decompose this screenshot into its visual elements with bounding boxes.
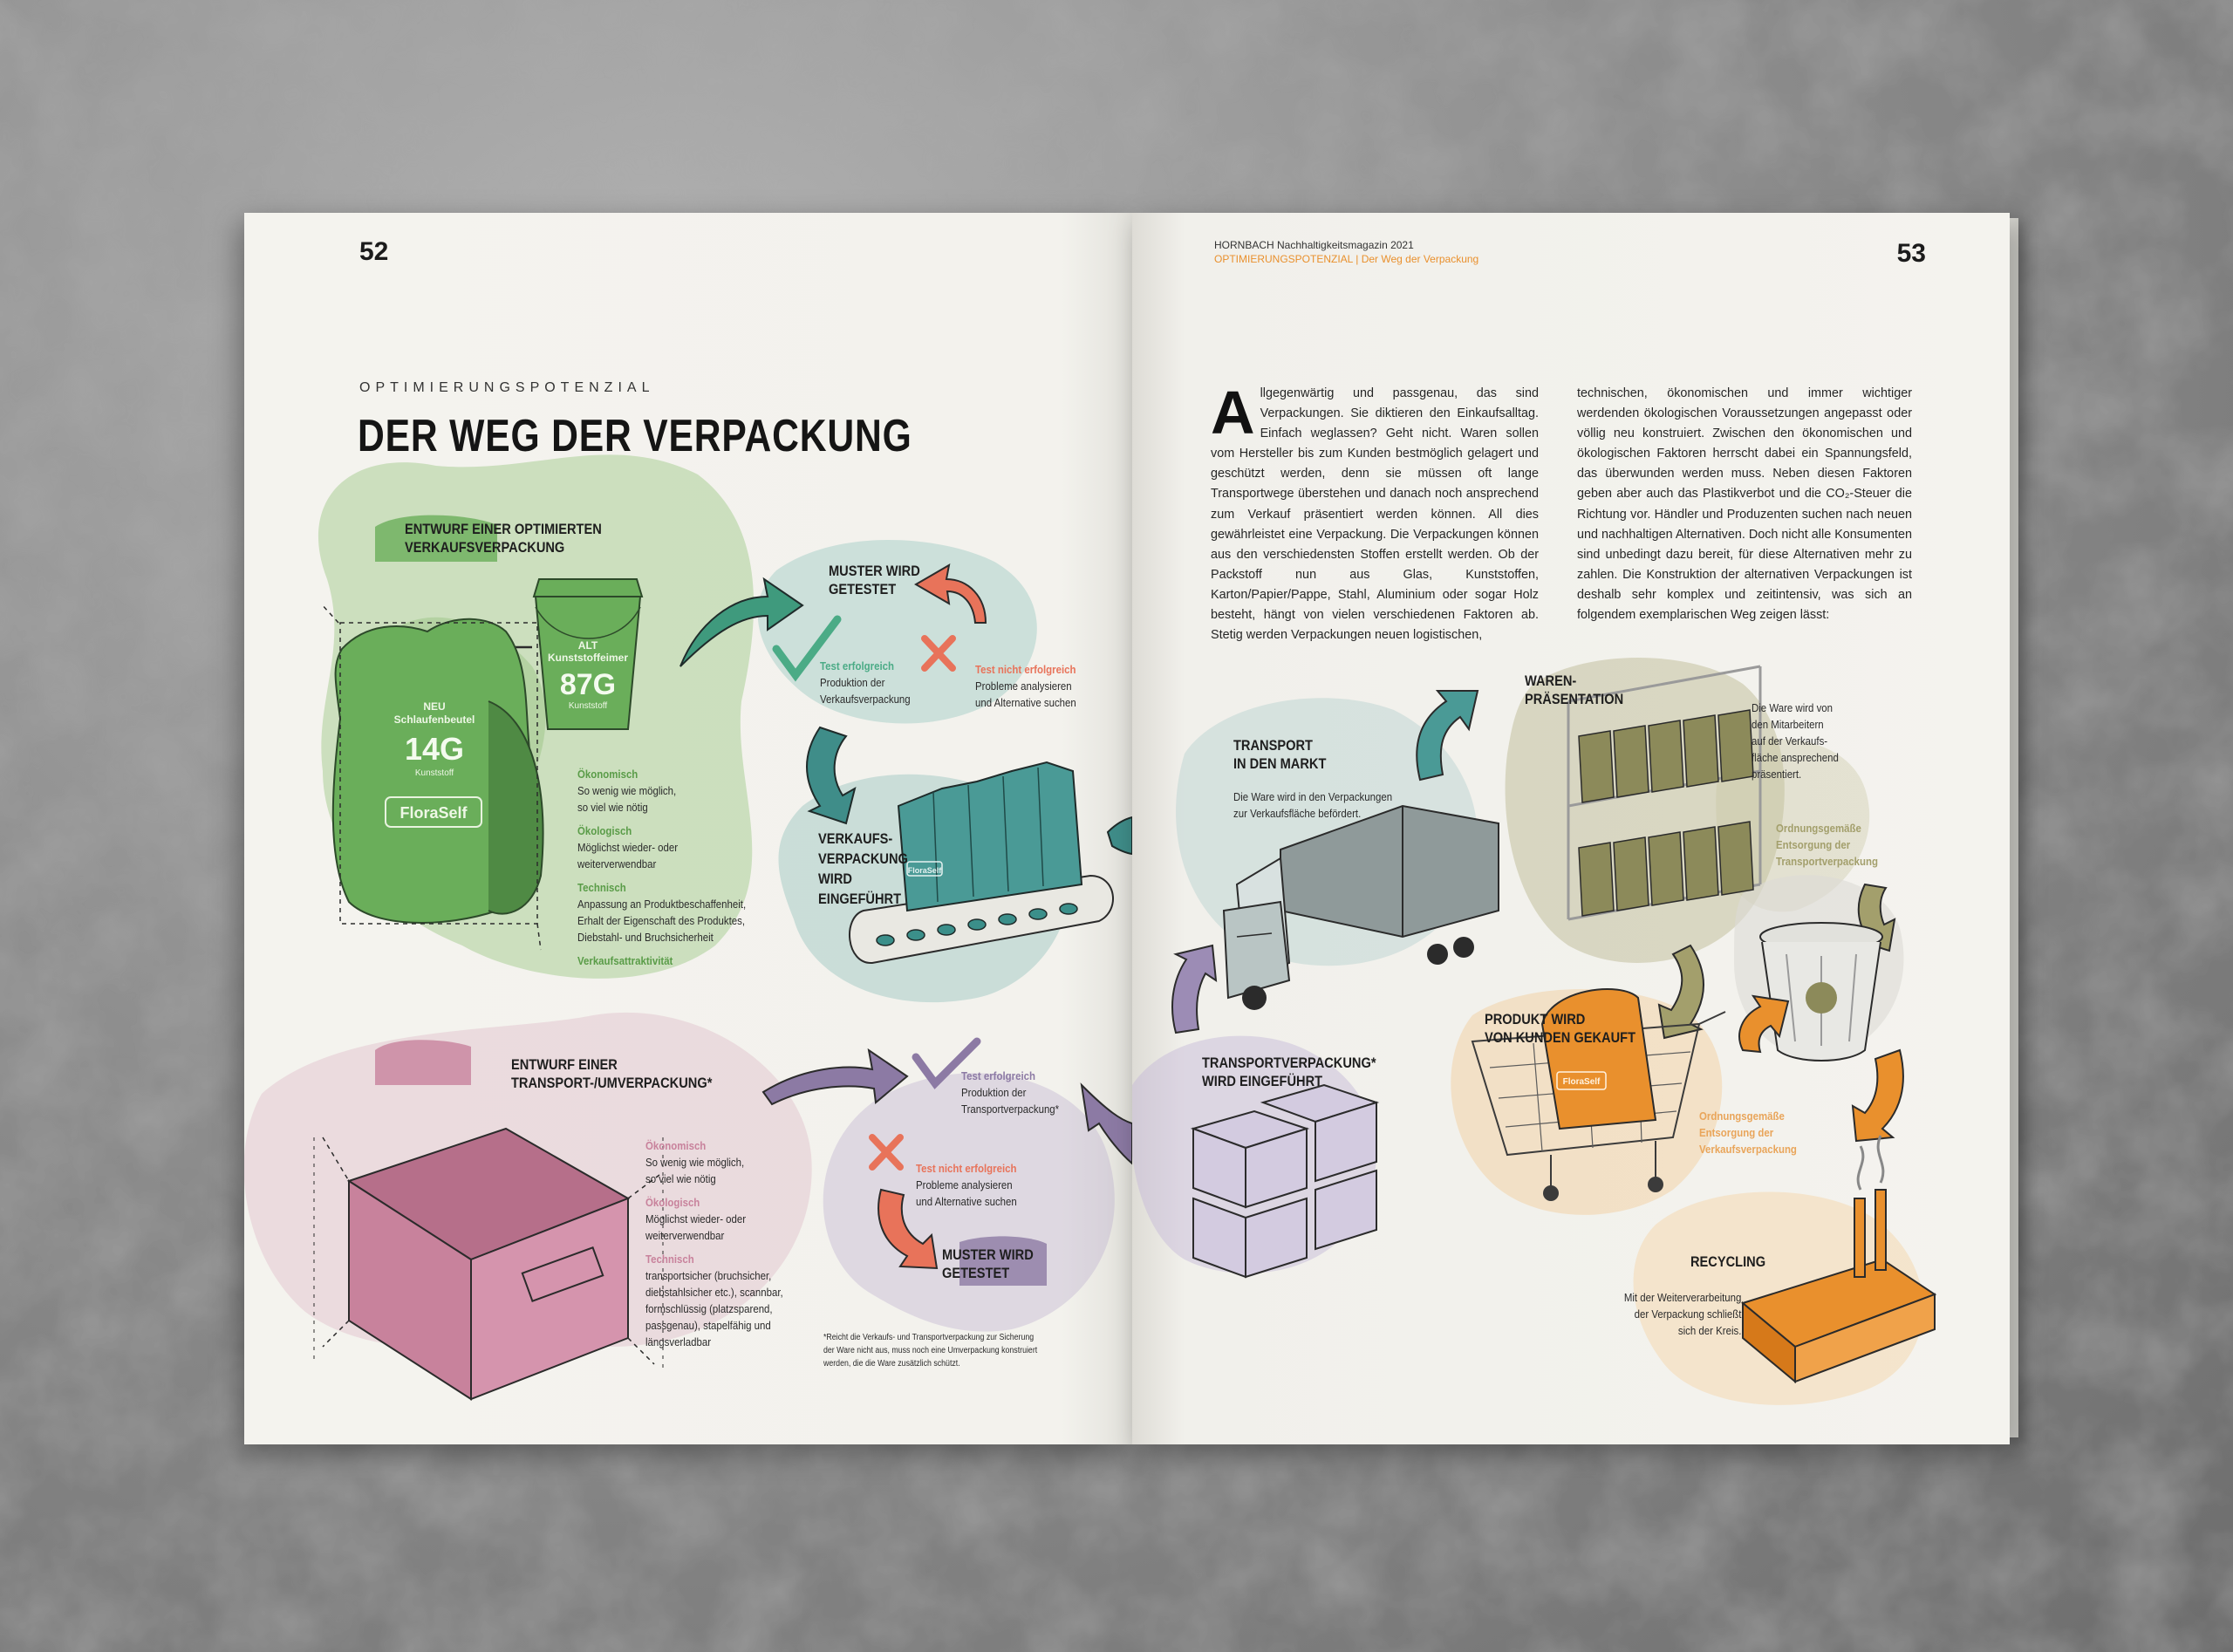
arrow-cart-to-bin	[1738, 994, 1790, 1054]
bucket-name: Kunststoffeimer	[548, 652, 628, 664]
muster-transport-fail: Test nicht erfolgreich Probleme analysie…	[916, 1160, 1031, 1210]
muster-transport-success: Test erfolgreich Produktion der Transpor…	[961, 1068, 1072, 1117]
fail-label: Test nicht erfolgreich	[975, 663, 1076, 676]
right-page: FloraSelf HORNBACH Nachhaltigkeitsmagazi…	[1132, 213, 2010, 1444]
recycling-title: RECYCLING	[1690, 1253, 1766, 1270]
footnote: *Reicht die Verkaufs- und Transportverpa…	[823, 1333, 1038, 1369]
belt-brand: FloraSelf	[908, 866, 943, 875]
bucket-weight: 87G	[560, 668, 616, 701]
entwurf-transport-title: ENTWURF EINER TRANSPORT-/UMVERPACKUNG*	[511, 1056, 713, 1091]
muster-verkauf-fail: Test nicht erfolgreich Probleme analysie…	[975, 661, 1090, 711]
transport-boxes-illustration	[1190, 1083, 1380, 1279]
criterion-label: Ökonomisch	[577, 768, 638, 781]
criteria-transport: Ökonomisch So wenig wie möglich, so viel…	[645, 1137, 846, 1350]
arrow-muster-to-transport	[1080, 1082, 1132, 1165]
criterion-label: Technisch	[645, 1253, 694, 1266]
criterion-label: Ökologisch	[645, 1196, 700, 1209]
body-column-2: technischen, ökonomischen und immer wich…	[1577, 386, 1913, 623]
criterion-label: Technisch	[577, 881, 626, 894]
arrow-fail-down	[877, 1188, 939, 1270]
check-mark-bottom	[912, 1037, 981, 1089]
criterion-label: Verkaufsattraktivität	[577, 954, 673, 967]
criterion-text: Anpassung an Produktbeschaffenheit, Erha…	[577, 898, 747, 944]
truck-illustration	[1222, 804, 1499, 1010]
waren-text: Die Ware wird von den Mitarbeitern auf d…	[1752, 701, 1839, 781]
criterion-text: So wenig wie möglich, so viel wie nötig	[645, 1156, 745, 1185]
recycling-text: Mit der Weiterverarbeitung der Verpackun…	[1623, 1291, 1742, 1337]
olive-blob-right	[1716, 739, 1870, 912]
x-mark-top	[921, 635, 956, 672]
bucket-tag: ALT	[578, 639, 598, 652]
muster-verkauf-success: Test erfolgreich Produktion der Verkaufs…	[820, 658, 923, 707]
cart-brand: FloraSelf	[1563, 1077, 1601, 1087]
shopping-cart-illustration: FloraSelf	[1471, 988, 1726, 1201]
produkt-gekauft-title: PRODUKT WIRD VON KUNDEN GEKAUFT	[1485, 1011, 1636, 1046]
criterion-label: Ökonomisch	[645, 1139, 707, 1152]
entsorgung-transport-text: Ordnungsgemäße Entsorgung der Transportv…	[1776, 822, 1878, 868]
muster-verkauf-title: MUSTER WIRD GETESTET	[829, 563, 920, 597]
success-label: Test erfolgreich	[961, 1069, 1035, 1082]
trash-bin-illustration	[1759, 922, 1883, 1062]
kicker: OPTIMIERUNGSPOTENZIAL	[359, 380, 655, 395]
transportverpackung-title: TRANSPORTVERPACKUNG* WIRD EINGEFÜHRT	[1202, 1055, 1376, 1089]
arrow-transport-to-truck	[1171, 944, 1218, 1034]
tag-entwurf-transport	[375, 1040, 471, 1085]
tag-entwurf-verkauf	[375, 515, 497, 562]
running-head: HORNBACH Nachhaltigkeitsmagazin 2021	[1214, 239, 1414, 251]
arrow-green-to-muster	[679, 577, 804, 667]
muster-transport-title: MUSTER WIRD GETESTET	[942, 1246, 1034, 1281]
transport-markt-text: Die Ware wird in den Verpackungen zur Ve…	[1233, 790, 1393, 820]
tag-muster-bottom	[959, 1236, 1047, 1286]
check-mark-top	[772, 615, 842, 682]
page-headline: DER WEG DER VERPACKUNG	[358, 411, 912, 461]
bag-illustration: NEU Schlaufenbeutel 14G Kunststoff Flora…	[320, 603, 544, 951]
criterion-text: Möglichst wieder- oder weiterverwendbar	[577, 841, 679, 870]
bag-material: Kunststoff	[415, 768, 454, 778]
arrow-bin-to-recycling	[1851, 1048, 1904, 1143]
fail-label: Test nicht erfolgreich	[916, 1162, 1017, 1175]
bag-tag: NEU	[423, 700, 445, 713]
fail-text: Probleme analysieren und Alternative suc…	[916, 1178, 1017, 1208]
arrow-muster-down	[806, 726, 857, 825]
arrow-truck-to-waren	[1416, 690, 1479, 782]
success-text: Produktion der Verkaufsverpackung	[820, 676, 911, 706]
conveyor-illustration: FloraSelf	[849, 761, 1114, 965]
arrow-fail-up	[914, 563, 987, 624]
entsorgung-verkauf-text: Ordnungsgemäße Entsorgung der Verkaufsve…	[1699, 1109, 1797, 1156]
drop-cap: A	[1211, 379, 1255, 447]
bag-weight: 14G	[405, 731, 464, 767]
page-number-left: 52	[359, 237, 389, 266]
page-number-right: 53	[1896, 239, 1926, 268]
x-mark-bottom	[869, 1134, 904, 1171]
bag-brand: FloraSelf	[399, 804, 468, 822]
transport-markt-title: TRANSPORT IN DEN MARKT	[1233, 737, 1327, 772]
shelf-illustration	[1567, 665, 1762, 921]
right-illustration: FloraSelf	[1132, 658, 1937, 1405]
success-text: Produktion der Transportverpackung*	[961, 1086, 1060, 1116]
bucket-illustration: ALT Kunststoffeimer 87G Kunststoff	[532, 578, 644, 730]
body-text-1: llgegenwärtig und passgenau, das sind Ve…	[1211, 386, 1539, 643]
criteria-verkauf: Ökonomisch So wenig wie möglich, so viel…	[577, 766, 787, 969]
arrow-belt-to-truck	[1106, 816, 1132, 856]
arrow-entwurf-to-muster	[761, 1048, 909, 1106]
fail-text: Probleme analysieren und Alternative suc…	[975, 679, 1076, 709]
running-subhead: OPTIMIERUNGSPOTENZIAL | Der Weg der Verp…	[1214, 253, 1479, 265]
criterion-text: Möglichst wieder- oder weiterverwendbar	[645, 1212, 747, 1242]
criterion-label: Ökologisch	[577, 824, 632, 837]
bucket-material: Kunststoff	[569, 701, 608, 711]
factory-illustration	[1740, 1135, 1937, 1384]
entwurf-verkauf-title: ENTWURF EINER OPTIMIERTEN VERKAUFSVERPAC…	[405, 521, 602, 556]
left-illustration: ALT Kunststoffeimer 87G Kunststoff NEU S…	[244, 454, 1132, 1401]
verkauf-eingefuehrt-title: VERKAUFS- VERPACKUNG WIRD EINGEFÜHRT	[818, 830, 908, 907]
pink-box-illustration	[313, 1127, 664, 1401]
criterion-text: So wenig wie möglich, so viel wie nötig	[577, 784, 677, 814]
left-page: ALT Kunststoffeimer 87G Kunststoff NEU S…	[244, 213, 1132, 1444]
bag-name: Schlaufenbeutel	[394, 713, 475, 726]
arrow-waren-to-cart	[1657, 944, 1704, 1040]
criterion-text: transportsicher (bruchsicher, diebstahls…	[645, 1269, 783, 1348]
waren-title: WAREN- PRÄSENTATION	[1525, 672, 1624, 707]
success-label: Test erfolgreich	[820, 659, 894, 672]
